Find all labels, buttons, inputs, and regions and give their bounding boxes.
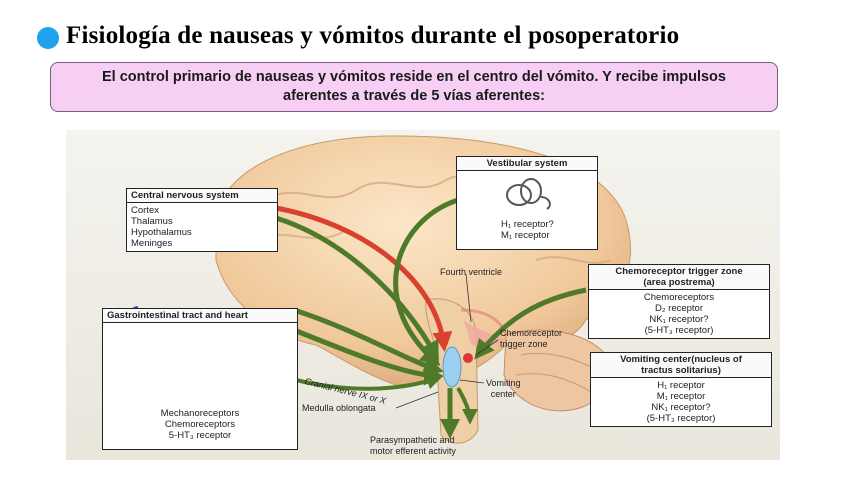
cns-item: Hypothalamus (131, 227, 273, 238)
parasympathetic-label-line: motor efferent activity (370, 446, 456, 457)
ctz-item: D₂ receptor (593, 303, 765, 314)
vomiting-center-item: NK₁ receptor? (595, 402, 767, 413)
vomiting-center-point-label-line: Vomiting (486, 378, 521, 389)
intro-callout: El control primario de nauseas y vómitos… (50, 62, 778, 112)
gi-header: Gastrointestinal tract and heart (103, 309, 297, 323)
slide-title: Fisiología de nauseas y vómitos durante … (66, 22, 679, 50)
parasympathetic-label: Parasympathetic and motor efferent activ… (370, 435, 456, 457)
ctz-point-label-line: trigger zone (500, 339, 562, 350)
vestibular-header: Vestibular system (457, 157, 597, 171)
cns-item: Cortex (131, 205, 273, 216)
vomiting-center-item: (5-HT₃ receptor) (595, 413, 767, 424)
gi-item: Mechanoreceptors (107, 408, 293, 419)
cns-box: Central nervous system Cortex Thalamus H… (126, 188, 278, 252)
ctz-item: Chemoreceptors (593, 292, 765, 303)
vomiting-center-header: Vomiting center(nucleus of (595, 354, 767, 365)
vestibular-item: H₁ receptor? (501, 219, 554, 230)
ctz-item: (5-HT₃ receptor) (593, 325, 765, 336)
cns-item: Thalamus (131, 216, 273, 227)
gi-item: Chemoreceptors (107, 419, 293, 430)
vomiting-center-box: Vomiting center(nucleus of tractus solit… (590, 352, 772, 427)
inner-ear-icon (497, 175, 557, 213)
vomiting-physiology-diagram: Central nervous system Cortex Thalamus H… (66, 130, 780, 460)
cns-item: Meninges (131, 238, 273, 249)
ctz-point-label-line: Chemoreceptor (500, 328, 562, 339)
parasympathetic-label-line: Parasympathetic and (370, 435, 456, 446)
ctz-item: NK₁ receptor? (593, 314, 765, 325)
vestibular-box: Vestibular system H₁ receptor? M₁ recept… (456, 156, 598, 250)
medulla-label: Medulla oblongata (302, 403, 376, 414)
gi-item: 5-HT₃ receptor (107, 430, 293, 441)
vomiting-center-point-label: Vomiting center (486, 378, 521, 400)
ctz-point-label: Chemoreceptor trigger zone (500, 328, 562, 350)
vomiting-center-item: M₁ receptor (595, 391, 767, 402)
ctz-box: Chemoreceptor trigger zone (area postrem… (588, 264, 770, 339)
vomiting-center-item: H₁ receptor (595, 380, 767, 391)
vomiting-center-subheader: tractus solitarius) (595, 365, 767, 376)
ctz-subheader: (area postrema) (593, 277, 765, 288)
title-bullet (37, 27, 59, 49)
fourth-ventricle-label: Fourth ventricle (440, 267, 502, 278)
vomiting-center-point-label-line: center (486, 389, 521, 400)
gi-box: Gastrointestinal tract and heart Mechano… (102, 308, 298, 450)
vestibular-item: M₁ receptor (501, 230, 554, 241)
cns-header: Central nervous system (127, 189, 277, 203)
ctz-header: Chemoreceptor trigger zone (593, 266, 765, 277)
